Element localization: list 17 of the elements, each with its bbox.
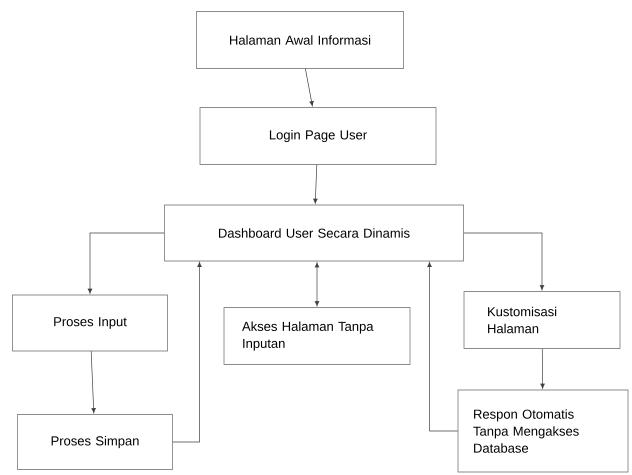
process-box: Login Page User — [200, 107, 436, 165]
arrow — [314, 262, 320, 306]
process-box: Halaman Awal Informasi — [196, 11, 404, 69]
arrow — [540, 348, 545, 389]
arrow — [305, 68, 314, 106]
process-box: Dashboard User Secara Dinamis — [164, 204, 464, 262]
process-box: Proses Input — [12, 294, 168, 352]
process-box: Proses Simpan — [17, 414, 173, 470]
process-box: Respon Otomatis Tanpa Mengakses Database — [458, 390, 628, 472]
arrow — [90, 351, 96, 414]
arrow — [464, 232, 544, 290]
arrow — [427, 262, 458, 432]
process-box: Kustomisasi Halaman — [464, 291, 620, 349]
process-box: Akses Halaman Tanpa Inputan — [224, 307, 410, 365]
arrow — [172, 262, 202, 442]
arrow — [88, 232, 164, 294]
arrow — [313, 164, 318, 204]
